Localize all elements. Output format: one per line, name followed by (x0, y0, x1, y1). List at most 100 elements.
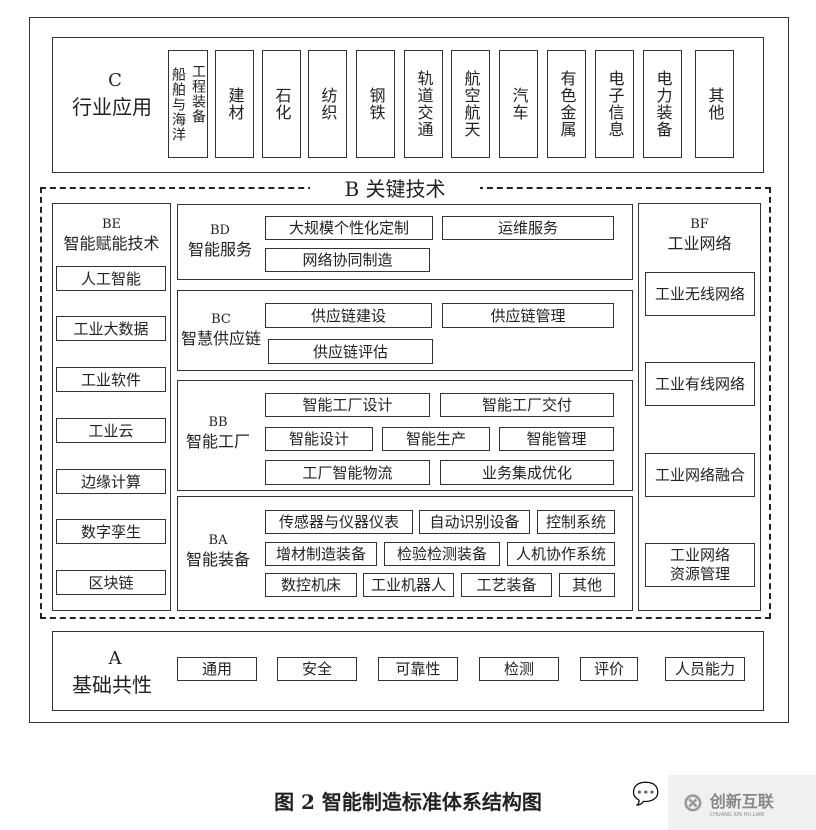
industry-label: 轨道交通 (414, 70, 434, 138)
bf-item: 工业无线网络 (645, 272, 755, 316)
bb-item: 智能设计 (265, 427, 373, 451)
bc-title: 智慧供应链 (180, 329, 261, 348)
bf-item-label: 工业无线网络 (654, 285, 745, 303)
be-item-label: 区块链 (88, 573, 134, 592)
industry-label: 建材 (225, 87, 245, 121)
be-item-label: 数字孪生 (80, 522, 141, 541)
bd-item-label: 网络协同制造 (302, 251, 393, 269)
industry: 钢铁 (356, 50, 395, 158)
bb-item: 智能工厂设计 (265, 393, 430, 417)
ba-item: 工艺装备 (461, 573, 552, 597)
bf-item: 工业有线网络 (645, 362, 755, 406)
bc-box (177, 290, 633, 371)
bd-item-label: 大规模个性化定制 (288, 219, 409, 237)
industry-label: 钢铁 (366, 87, 386, 121)
bb-item-label: 工厂智能物流 (302, 463, 393, 482)
bb-item: 智能生产 (382, 427, 490, 451)
bc-code: BC (211, 312, 231, 327)
industry-label: 纺织 (318, 87, 338, 121)
bf-code: BF (690, 217, 709, 232)
bd-item: 运维服务 (442, 216, 614, 240)
bf-item-label: 工业网络融合 (654, 466, 745, 484)
industry: 石化 (262, 50, 301, 158)
bb-item: 工厂智能物流 (265, 460, 430, 485)
industry-label: 船舶与海洋 (170, 66, 186, 142)
bd-title: 智能服务 (187, 240, 252, 259)
bb-item: 智能工厂交付 (440, 393, 614, 417)
ba-item-label: 其他 (571, 576, 602, 594)
be-item: 数字孪生 (56, 519, 166, 544)
industry-application-box (52, 37, 764, 173)
bf-item-label: 工业网络资源管理 (669, 546, 730, 583)
industry-shipbuilding-engineering: 船舶与海洋 工程装备 (168, 50, 208, 158)
bb-item-label: 智能管理 (526, 430, 587, 448)
a-item-label: 人员能力 (674, 660, 735, 678)
bc-item-label: 供应链评估 (312, 342, 388, 361)
a-item: 评价 (580, 657, 638, 681)
industry: 航空航天 (451, 50, 490, 158)
bf-item: 工业网络资源管理 (645, 543, 755, 587)
be-box (52, 203, 171, 611)
ba-item: 自动识别设备 (419, 510, 530, 534)
ba-item: 控制系统 (537, 510, 615, 534)
a-item: 人员能力 (665, 657, 745, 681)
a-item-label: 评价 (593, 660, 624, 678)
bc-item: 供应链评估 (268, 339, 433, 364)
bd-item: 网络协同制造 (265, 248, 430, 272)
ba-item: 其他 (559, 573, 615, 597)
a-item-label: 安全 (301, 660, 332, 678)
bb-item-label: 智能工厂设计 (302, 396, 393, 414)
bc-item: 供应链建设 (265, 303, 432, 328)
figure-caption: 图 2 智能制造标准体系结构图 (274, 790, 542, 814)
bb-title: 智能工厂 (185, 432, 250, 451)
be-item: 人工智能 (56, 266, 166, 291)
logo-sub: CHUANG XIN HU LIAN (709, 811, 764, 818)
ba-item-label: 工业机器人 (370, 576, 446, 594)
ba-item: 人机协作系统 (507, 542, 615, 566)
ba-code: BA (208, 533, 228, 548)
a-item-label: 检测 (503, 660, 534, 678)
industry-label: 电子信息 (605, 70, 625, 138)
bf-title: 工业网络 (667, 234, 732, 253)
be-item-label: 人工智能 (80, 269, 141, 288)
ba-item-label: 数控机床 (280, 576, 341, 594)
ba-item-label: 工艺装备 (476, 576, 537, 594)
a-item: 可靠性 (378, 657, 458, 681)
be-item: 工业云 (56, 418, 166, 443)
be-title: 智能赋能技术 (63, 234, 160, 253)
bb-item-label: 业务集成优化 (481, 463, 572, 482)
ba-item: 传感器与仪器仪表 (265, 510, 413, 534)
industry-label: 其他 (705, 87, 725, 121)
watermark-logo: ⊗ 创新互联 CHUANG XIN HU LIAN (668, 775, 816, 830)
ba-item-label: 增材制造装备 (275, 545, 366, 563)
b-title: B 关键技术 (310, 178, 480, 200)
industry: 纺织 (308, 50, 347, 158)
a-item: 通用 (177, 657, 257, 681)
wechat-icon: 💬 (632, 782, 660, 807)
logo-name: 创新互联 (709, 791, 774, 811)
foundation-box (52, 631, 764, 711)
bb-item-label: 智能设计 (288, 430, 349, 448)
bf-item: 工业网络融合 (645, 453, 755, 497)
bf-item-label: 工业有线网络 (654, 375, 745, 393)
ba-item: 数控机床 (265, 573, 357, 597)
bb-code: BB (208, 415, 228, 430)
a-code: A (108, 648, 122, 669)
a-item: 检测 (479, 657, 559, 681)
be-item-label: 工业云 (88, 421, 134, 440)
bd-item: 大规模个性化定制 (265, 216, 433, 240)
a-item-label: 可靠性 (395, 660, 441, 678)
industry-label: 航空航天 (461, 70, 481, 138)
ba-item-label: 传感器与仪器仪表 (278, 513, 399, 531)
ba-item-label: 人机协作系统 (515, 545, 606, 563)
industry: 电子信息 (595, 50, 634, 158)
be-item-label: 工业软件 (80, 370, 141, 389)
industry-label: 有色金属 (557, 70, 577, 138)
bd-item-label: 运维服务 (497, 219, 558, 237)
bb-box (177, 380, 633, 491)
industry: 建材 (215, 50, 254, 158)
industry-label: 电力装备 (653, 70, 673, 138)
bc-item-label: 供应链建设 (310, 306, 386, 325)
ba-item-label: 自动识别设备 (429, 513, 520, 531)
industry-label: 汽车 (509, 87, 529, 121)
